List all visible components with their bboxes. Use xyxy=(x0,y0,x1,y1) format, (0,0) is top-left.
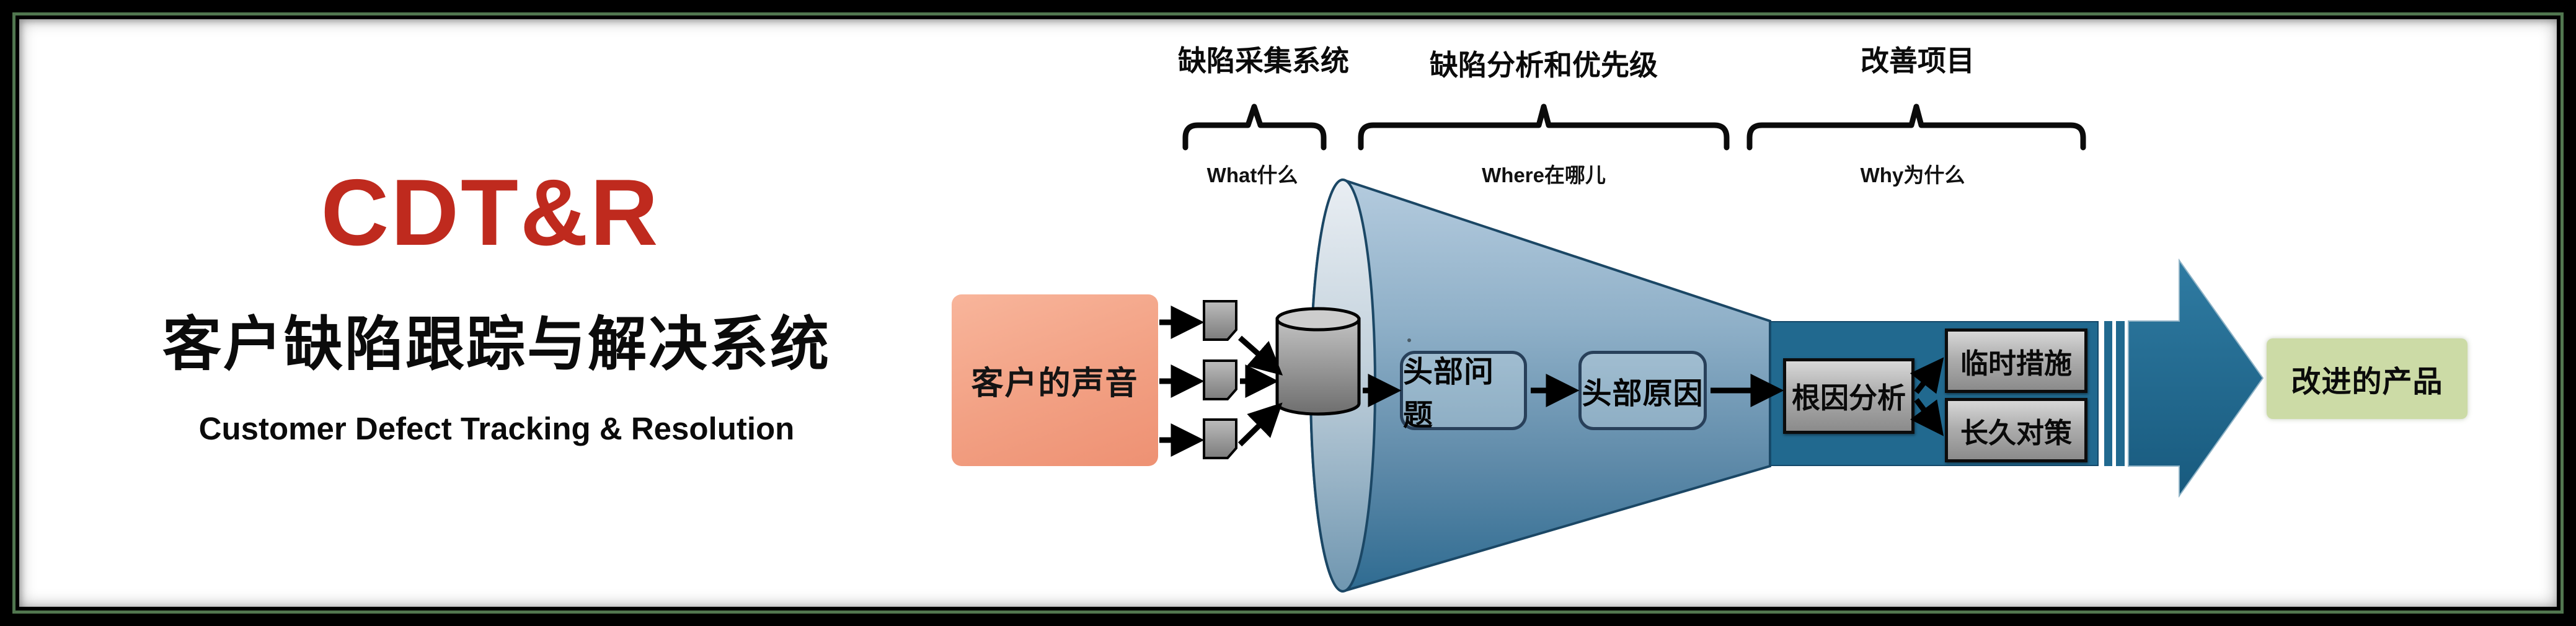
stage-label-improvement: 改善项目 xyxy=(1861,45,1975,77)
title-chinese: 客户缺陷跟踪与解决系统 xyxy=(162,312,831,377)
big-output-arrow xyxy=(2128,258,2264,498)
stage-question-why: Why为什么 xyxy=(1860,164,1965,187)
output-stripe xyxy=(2116,321,2125,466)
top-causes-box: 头部原因 xyxy=(1578,351,1707,430)
stage-question-where: Where在哪儿 xyxy=(1482,164,1606,187)
output-stripe xyxy=(2104,321,2112,466)
stage-label-analysis: 缺陷分析和优先级 xyxy=(1430,49,1658,81)
stage-question-what: What什么 xyxy=(1206,164,1298,187)
improved-product-box: 改进的产品 xyxy=(2267,338,2468,419)
collector-doc-icon xyxy=(1203,359,1237,400)
stage-brace-improvement xyxy=(1746,104,2086,151)
cone-speck xyxy=(1407,338,1411,342)
diagram-shapes-layer xyxy=(1182,104,2264,593)
root-cause-analysis-box: 根因分析 xyxy=(1783,358,1914,434)
voice-of-customer-box: 客户的声音 xyxy=(952,294,1158,466)
permanent-countermeasures-box: 长久对策 xyxy=(1945,398,2087,462)
collector-doc-icon xyxy=(1203,300,1237,341)
diagram-canvas: CDT&R 客户缺陷跟踪与解决系统 Customer Defect Tracki… xyxy=(15,15,2561,611)
temporary-measures-box: 临时措施 xyxy=(1945,328,2087,393)
title-acronym: CDT&R xyxy=(321,160,660,265)
stage-brace-analysis xyxy=(1358,104,1730,151)
title-english: Customer Defect Tracking & Resolution xyxy=(198,411,795,446)
stage-label-collection: 缺陷采集系统 xyxy=(1178,45,1349,77)
database-cylinder-top xyxy=(1275,307,1361,332)
analysis-stage-panel: 根因分析 临时措施 长久对策 xyxy=(1770,321,2099,466)
database-cylinder-icon xyxy=(1275,317,1361,416)
frame-pinstripe: CDT&R 客户缺陷跟踪与解决系统 Customer Defect Tracki… xyxy=(12,12,2564,614)
top-issues-box: 头部问题 xyxy=(1400,351,1527,432)
collector-doc-icon xyxy=(1203,418,1237,459)
stage-brace-collection xyxy=(1182,104,1327,151)
